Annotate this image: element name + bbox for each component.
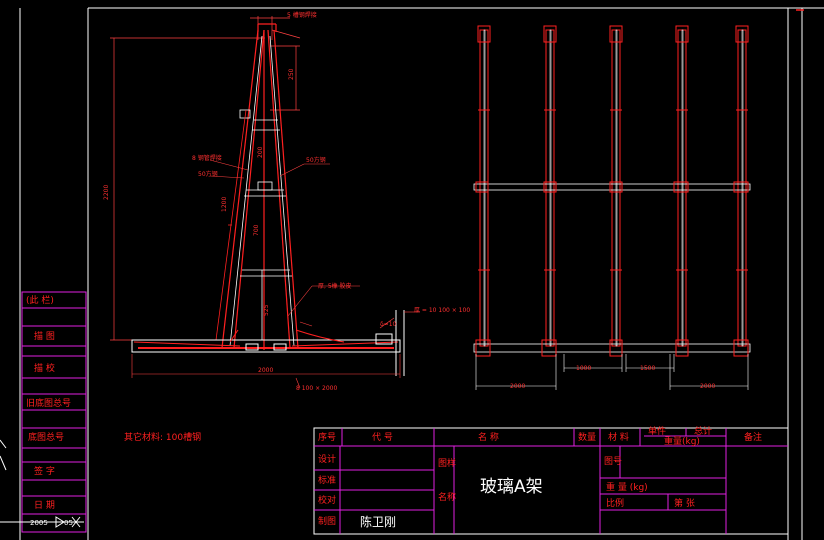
base-width: 2000 (258, 367, 273, 374)
total-height-label: 2200 (103, 185, 110, 200)
a-frame-inner (229, 35, 295, 347)
sheet-frame (19, 7, 824, 540)
note-right-1: 厚 = 10 100 × 100 (414, 307, 470, 314)
note-pipe: 8 钢管焊接 (192, 154, 222, 162)
side-view: 2200 5 槽钢焊接 250 (103, 11, 470, 392)
note-steel-1: 50方钢 (198, 170, 218, 178)
drawing-title: 玻璃A架 (480, 477, 543, 497)
left-label-1: 描 图 (34, 330, 55, 342)
row-label-0: 设计 (318, 453, 336, 465)
total-height-dimension (110, 37, 265, 341)
col-header-3: 数量 (578, 431, 596, 443)
right-label-0: 图号 (604, 456, 622, 467)
upper-seg-dimension (270, 45, 300, 111)
mid-label-0: 图样 (438, 457, 456, 469)
right-label-3: 第 张 (674, 497, 695, 509)
col-header-2: 名 称 (478, 431, 499, 443)
front-view (473, 25, 751, 357)
front-dimensions (475, 354, 749, 390)
mid-seg-2: 1200 (221, 197, 228, 212)
a-frame-base (131, 310, 420, 376)
title-block: 序号 代 号 名 称 数量 材 料 单件 总计 重量(kg) 备注 设计 标准 … (313, 425, 789, 535)
left-label-3: 旧底图总号 (26, 397, 71, 409)
col-header-8: 备注 (744, 431, 762, 443)
left-label-5: 签 字 (34, 465, 55, 477)
note-steel-2: 50方钢 (306, 156, 326, 164)
beam-joints (475, 181, 749, 357)
col-header-4: 材 料 (608, 431, 629, 443)
left-label-0: (此 栏) (26, 294, 54, 306)
front-dim-3: 1500 (640, 365, 655, 372)
a-frame-legs (221, 23, 299, 350)
front-dim-2: 1000 (576, 365, 591, 372)
mid-ticks (478, 109, 748, 271)
front-beams (473, 183, 751, 353)
col-header-1: 代 号 (372, 432, 393, 443)
col-header-5: 单件 (648, 425, 666, 437)
column-5 (735, 25, 749, 347)
seg-3: 700 (253, 224, 260, 236)
callout-lines (209, 159, 360, 327)
left-label-4: 底图总号 (28, 431, 64, 443)
left-diagonal (215, 109, 247, 341)
mid-label-1: 名称 (438, 491, 456, 503)
top-note: 5 槽钢焊接 (287, 11, 317, 19)
column-2 (543, 25, 557, 347)
seg-4: 525 (263, 304, 270, 316)
material-note: 其它材料: 100槽钢 (124, 431, 201, 443)
left-label-2: 描 校 (34, 362, 55, 374)
designer-name: 陈卫刚 (360, 514, 396, 529)
row-label-3: 制图 (318, 515, 336, 527)
base-dimension (131, 354, 401, 389)
col-header-0: 序号 (318, 431, 336, 443)
bottom-left-marks: 2005 05 (0, 439, 84, 528)
weight-label: 重 量 (kg) (606, 481, 648, 493)
left-label-6: 日 期 (34, 500, 55, 511)
col-header-7: 重量(kg) (664, 435, 700, 447)
base-section: 8 100 × 2000 (296, 385, 337, 392)
upper-seg-label: 250 (288, 68, 295, 80)
bottom-left-label-1: 2005 (30, 519, 48, 527)
front-dim-4: 2000 (700, 383, 715, 390)
left-label-strip: (此 栏) 描 图 描 校 旧底图总号 底图总号 签 字 日 期 (21, 291, 87, 533)
row-label-1: 标准 (318, 474, 336, 486)
right-label-2: 比例 (606, 497, 624, 509)
mid-seg-1: 200 (257, 146, 264, 158)
note-right-2: δ=10 (380, 321, 397, 328)
col-header-6: 总计 (694, 425, 712, 437)
front-dim-1: 2000 (510, 383, 525, 390)
row-label-2: 校对 (318, 494, 336, 506)
column-4 (675, 25, 689, 347)
bottom-left-label-2: 05 (64, 519, 73, 527)
column-3 (609, 25, 623, 347)
note-rubber: 厚, 5橡 胶皮 (318, 282, 352, 290)
